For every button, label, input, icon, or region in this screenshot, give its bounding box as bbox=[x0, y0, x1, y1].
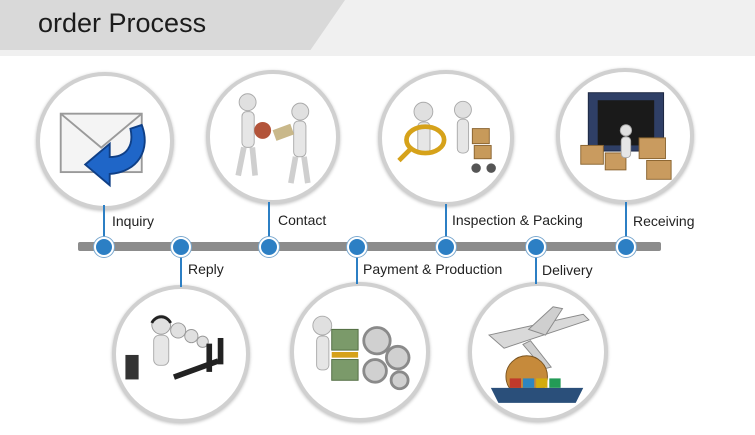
step-label-contact: Contact bbox=[278, 212, 327, 228]
inquiry-image bbox=[36, 72, 174, 210]
timeline-dot-delivery bbox=[526, 237, 546, 257]
envelope-reply-icon bbox=[59, 112, 146, 188]
inspection-connector bbox=[445, 204, 447, 243]
container-boxes-icon bbox=[580, 92, 672, 180]
delivery-image bbox=[468, 282, 608, 422]
header-tab bbox=[0, 0, 345, 50]
step-label-inquiry: Inquiry bbox=[112, 213, 155, 229]
timeline-dot-contact bbox=[259, 237, 279, 257]
timeline-dot-reply bbox=[171, 237, 191, 257]
step-label-inspection: Inspection & Packing bbox=[452, 212, 583, 228]
inspection-image bbox=[378, 70, 514, 206]
reply-image bbox=[112, 285, 250, 423]
timeline-dot-inspection bbox=[436, 237, 456, 257]
receiving-image bbox=[556, 68, 694, 204]
step-label-delivery: Delivery bbox=[542, 262, 593, 278]
reply-connector bbox=[180, 250, 182, 287]
contact-connector bbox=[268, 202, 270, 243]
timeline-dot-receiving bbox=[616, 237, 636, 257]
payment-image bbox=[290, 282, 430, 422]
timeline-axis bbox=[78, 242, 661, 251]
page-title: order Process bbox=[38, 8, 207, 38]
timeline-dot-payment bbox=[347, 237, 367, 257]
handshake-figures-icon bbox=[235, 93, 311, 184]
timeline-dot-inquiry bbox=[94, 237, 114, 257]
airplane-globe-ship-icon bbox=[487, 306, 590, 403]
call-center-agents-icon bbox=[125, 314, 224, 380]
receiving-connector bbox=[625, 202, 627, 243]
payment-connector bbox=[356, 250, 358, 284]
step-label-payment: Payment & Production bbox=[363, 261, 503, 277]
inquiry-connector bbox=[103, 205, 105, 243]
step-label-reply: Reply bbox=[188, 261, 224, 277]
money-and-gears-icon bbox=[312, 315, 411, 391]
magnifier-and-cart-icon bbox=[397, 100, 496, 173]
step-label-receiving: Receiving bbox=[633, 213, 695, 229]
contact-image bbox=[206, 70, 340, 204]
delivery-connector bbox=[535, 250, 537, 284]
